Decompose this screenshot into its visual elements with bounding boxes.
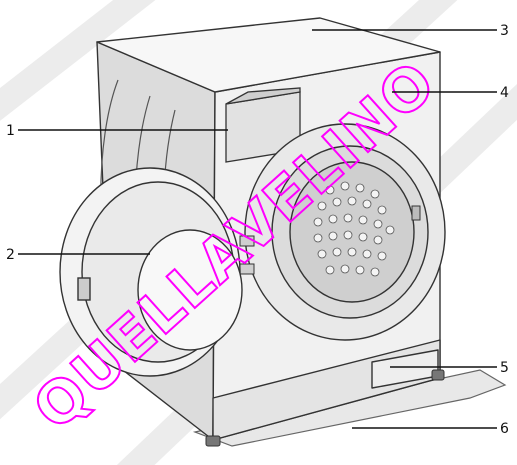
- callout-3: 3: [500, 23, 509, 39]
- callout-4: 4: [500, 85, 509, 101]
- open-door: [59, 167, 243, 377]
- callout-6: 6: [500, 421, 509, 437]
- detergent-drawer: [225, 87, 301, 163]
- callout-2: 2: [6, 247, 15, 263]
- callout-1: 1: [6, 123, 15, 139]
- drum-holes: [313, 181, 395, 277]
- callout-5: 5: [500, 360, 509, 376]
- machine-feet: [205, 369, 445, 447]
- leader-lines: [18, 29, 497, 429]
- callout-numbers: 1 2 3 4 5 6: [6, 23, 509, 437]
- door-lock: [411, 205, 421, 221]
